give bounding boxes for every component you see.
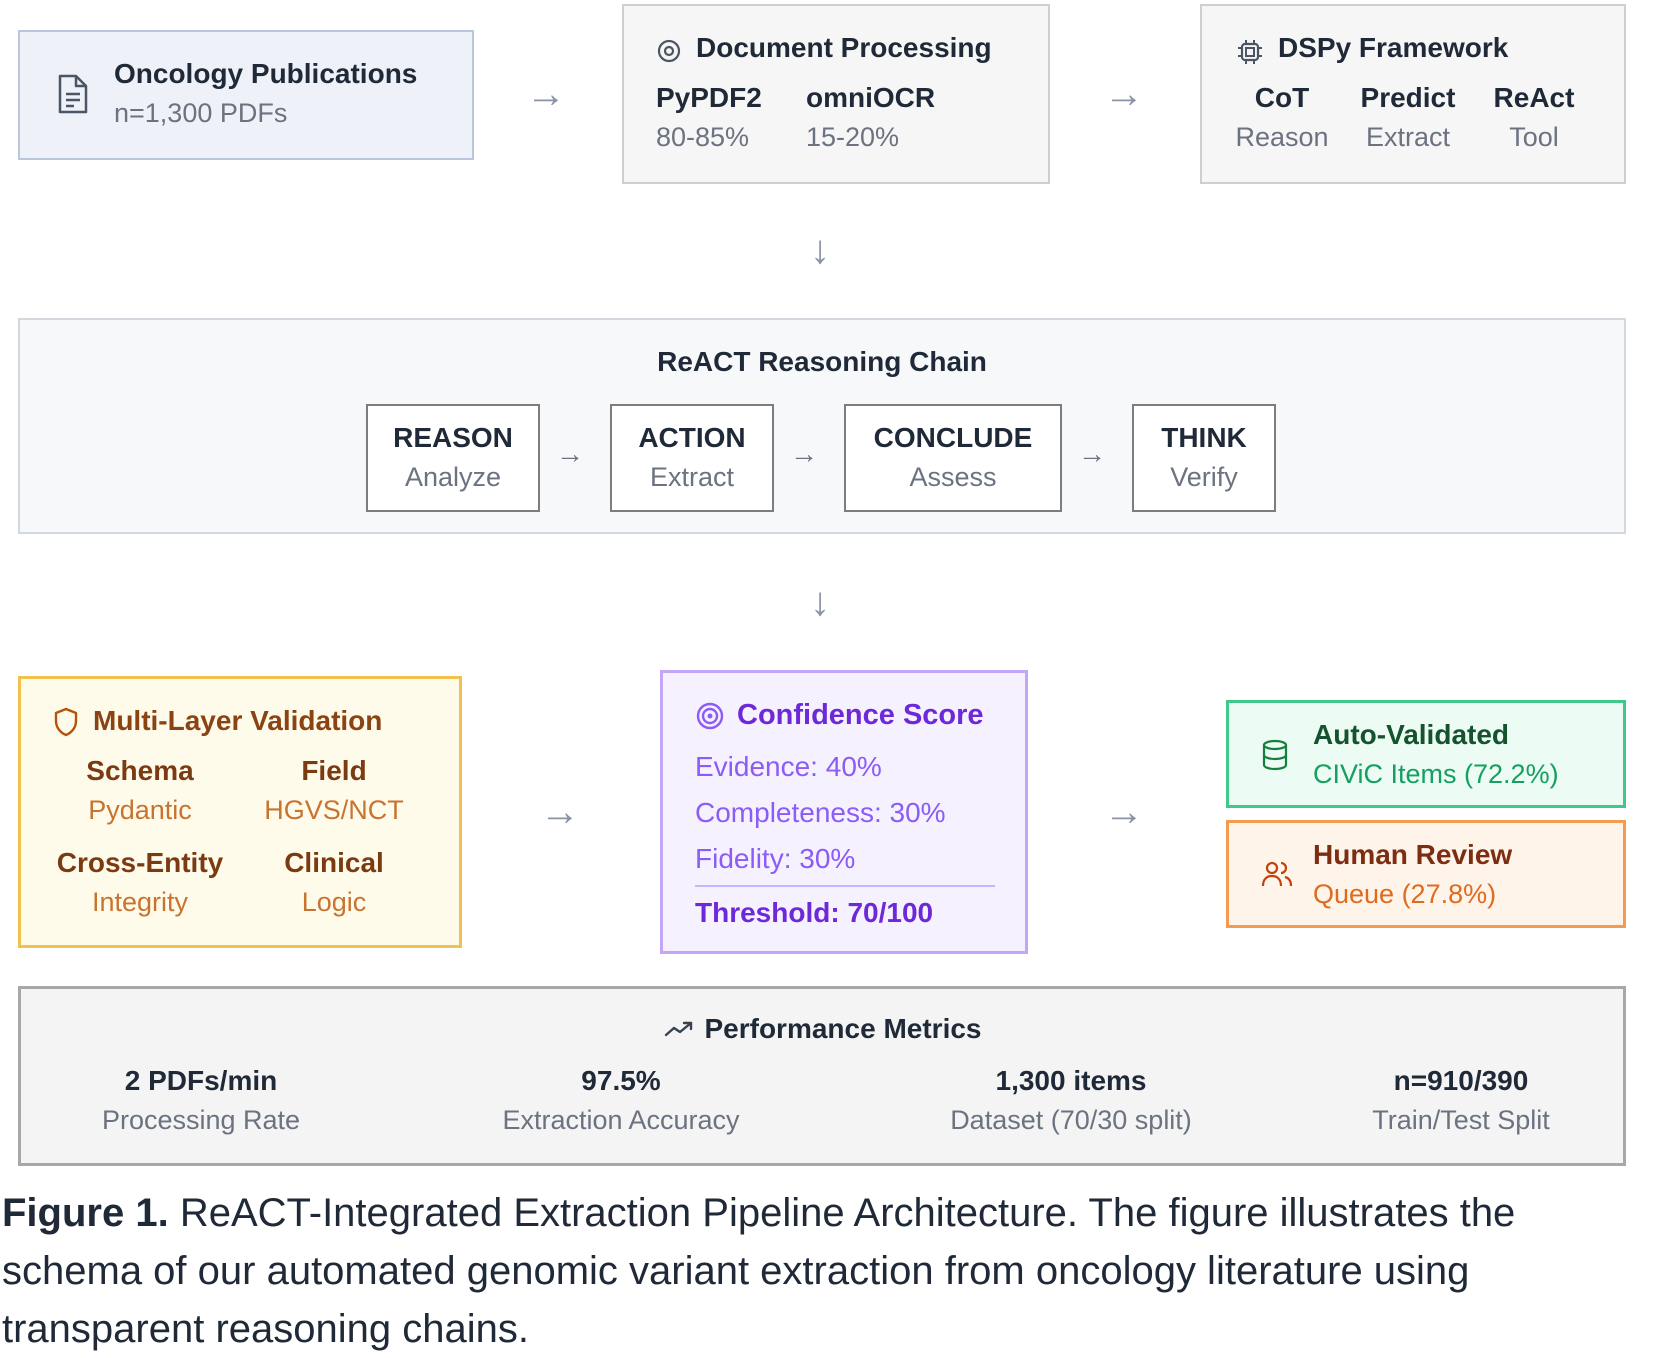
auto-validated-sub: CIViC Items (72.2%) (1313, 759, 1559, 789)
confidence-completeness: Completeness: 30% (695, 797, 946, 828)
react-chain-title: ReACT Reasoning Chain (657, 346, 987, 377)
dspy-col-predict-value: Extract (1365, 122, 1451, 152)
step-conclude-label: CONCLUDE (873, 422, 1033, 453)
users-icon (1261, 859, 1293, 889)
step-reason-label: REASON (393, 422, 513, 453)
oncology-publications-box: Oncology Publications n=1,300 PDFs (18, 30, 474, 160)
auto-validated-title: Auto-Validated (1313, 719, 1510, 750)
trending-up-icon (664, 1019, 694, 1039)
human-review-title: Human Review (1313, 839, 1513, 870)
confidence-divider (695, 885, 995, 887)
figure-caption: Figure 1. ReACT-Integrated Extraction Pi… (2, 1184, 1662, 1358)
metric-processing-rate-value: 2 PDFs/min (124, 1065, 278, 1096)
caption-label: Figure 1. (2, 1191, 169, 1235)
metric-split-value: n=910/390 (1393, 1065, 1529, 1096)
human-review-sub: Queue (27.8%) (1313, 879, 1497, 909)
validation-clinical: Clinical (284, 847, 384, 878)
confidence-title: Confidence Score (737, 699, 984, 731)
step-think-sub: Verify (1170, 462, 1238, 492)
metric-processing-rate-label: Processing Rate (101, 1105, 301, 1135)
metric-accuracy-label: Extraction Accuracy (502, 1105, 740, 1135)
human-review-box: Human Review Queue (27.8%) (1226, 820, 1626, 928)
arrow-right-2: → (1104, 72, 1144, 116)
chip-icon (1236, 38, 1264, 66)
validation-clinical-sub: Logic (301, 887, 367, 917)
metric-split-label: Train/Test Split (1372, 1105, 1550, 1135)
arrow-down-2: ↓ (810, 580, 830, 624)
multi-layer-validation-box: Multi-Layer Validation Schema Pydantic F… (18, 676, 462, 948)
dspy-col-cot-value: Reason (1235, 122, 1329, 152)
metrics-header: Performance Metrics (21, 1013, 1625, 1045)
sources-title: Oncology Publications (114, 58, 418, 89)
metric-dataset-label: Dataset (70/30 split) (950, 1105, 1192, 1135)
step-conclude: CONCLUDE Assess (844, 404, 1062, 512)
dspy-framework-box: DSPy Framework CoT Reason Predict Extrac… (1200, 4, 1626, 184)
performance-metrics-box: Performance Metrics 2 PDFs/min Processin… (18, 986, 1626, 1166)
dspy-title: DSPy Framework (1278, 32, 1509, 63)
doc-col-pypdf2-value: 80-85% (656, 122, 750, 152)
dspy-col-predict: Predict (1360, 82, 1456, 113)
dspy-col-cot: CoT (1254, 82, 1310, 113)
validation-field-sub: HGVS/NCT (264, 795, 404, 825)
validation-cross-entity-sub: Integrity (91, 887, 189, 917)
validation-schema-sub: Pydantic (88, 795, 192, 825)
react-chain-box: ReACT Reasoning Chain REASON Analyze → A… (18, 318, 1626, 534)
document-icon (54, 74, 90, 114)
step-think-label: THINK (1161, 422, 1247, 453)
doc-col-pypdf2: PyPDF2 (656, 82, 762, 113)
confidence-score-box: Confidence Score Evidence: 40% Completen… (660, 670, 1028, 954)
database-icon (1261, 739, 1289, 771)
step-action-label: ACTION (638, 422, 746, 453)
step-action-sub: Extract (649, 462, 735, 492)
dspy-col-react: ReAct (1493, 82, 1575, 113)
arrow-step-2: → (790, 438, 818, 469)
target-icon (695, 701, 725, 731)
validation-field: Field (301, 755, 367, 786)
metrics-title: Performance Metrics (704, 1013, 982, 1044)
dspy-col-react-value: Tool (1509, 122, 1559, 152)
arrow-down-1: ↓ (810, 228, 830, 272)
doc-col-omniocr: omniOCR (806, 82, 936, 113)
step-reason-sub: Analyze (404, 462, 502, 492)
sources-subtitle: n=1,300 PDFs (114, 98, 288, 128)
doc-processing-title: Document Processing (696, 32, 992, 63)
arrow-step-3: → (1078, 438, 1106, 469)
doc-col-omniocr-value: 15-20% (806, 122, 900, 152)
arrow-step-1: → (556, 438, 584, 469)
confidence-fidelity: Fidelity: 30% (695, 843, 856, 874)
validation-cross-entity: Cross-Entity (56, 847, 224, 878)
shield-icon (53, 707, 79, 737)
auto-validated-box: Auto-Validated CIViC Items (72.2%) (1226, 700, 1626, 808)
arrow-right-3: → (540, 790, 580, 834)
step-action: ACTION Extract (610, 404, 774, 512)
metric-accuracy-value: 97.5% (581, 1065, 661, 1096)
confidence-evidence: Evidence: 40% (695, 751, 882, 782)
caption-text: ReACT-Integrated Extraction Pipeline Arc… (2, 1191, 1516, 1351)
document-processing-box: Document Processing PyPDF2 80-85% omniOC… (622, 4, 1050, 184)
step-think: THINK Verify (1132, 404, 1276, 512)
gear-icon (656, 38, 682, 64)
step-conclude-sub: Assess (909, 462, 997, 492)
confidence-threshold: Threshold: 70/100 (695, 897, 934, 928)
validation-title: Multi-Layer Validation (93, 705, 383, 736)
arrow-right-1: → (526, 72, 566, 116)
metric-dataset-value: 1,300 items (995, 1065, 1147, 1096)
step-reason: REASON Analyze (366, 404, 540, 512)
validation-schema: Schema (86, 755, 194, 786)
arrow-right-4: → (1104, 790, 1144, 834)
